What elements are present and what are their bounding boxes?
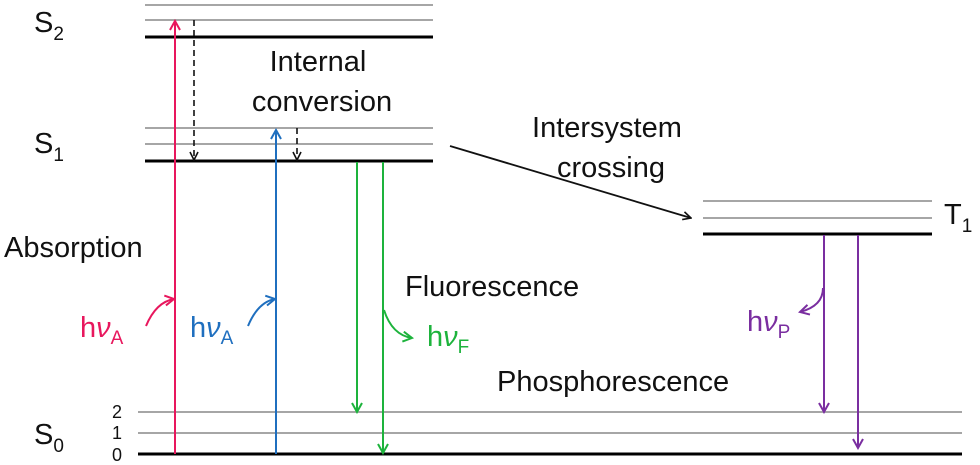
intersystem-crossing-label: Intersystem crossing [532,112,690,184]
state-label-s1: S1 [34,128,64,166]
fluorescence-label: Fluorescence [405,271,579,303]
s0-levels [138,411,962,456]
vib-level-0: 0 [112,445,122,465]
photon-label-absorption-2: hνA [190,312,234,349]
state-label-s2: S2 [34,7,64,45]
photon-label-fluorescence: hνF [427,321,469,358]
photon-curve-green [383,309,412,338]
photon-curve-blue [247,299,275,327]
s2-levels [145,4,433,39]
vib-level-2: 2 [112,402,122,422]
state-label-t1: T1 [944,199,972,237]
photon-label-absorption-1: hνA [80,312,124,349]
photon-label-phosphorescence: hνP [747,306,790,343]
internal-conversion-label: Internal conversion [252,46,392,118]
photon-curve-pink [145,299,174,327]
s1-levels [145,127,433,163]
t1-levels [703,200,932,236]
intersystem-crossing-arrow [449,145,691,218]
vib-level-1: 1 [112,423,122,443]
photon-curve-purple [800,287,824,312]
phosphorescence-label: Phosphorescence [497,366,729,398]
absorption-label: Absorption [4,232,143,264]
state-label-s0: S0 [34,419,64,457]
